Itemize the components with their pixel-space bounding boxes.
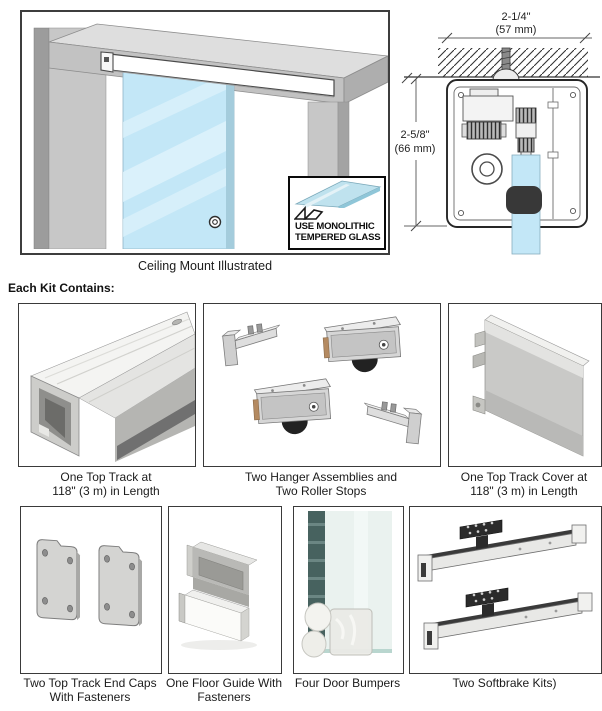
kit-item-caption: One Top Track at 118" (3 m) in Length xyxy=(52,470,160,499)
kit-item-softbrake xyxy=(409,506,602,674)
door-pull-knob xyxy=(208,215,222,229)
width-dimension: 2-1/4" (57 mm) xyxy=(438,11,592,44)
floor-guide-image xyxy=(178,541,258,650)
top-track-bar xyxy=(100,51,335,98)
svg-text:(66 mm): (66 mm) xyxy=(395,143,436,155)
mounting-screw xyxy=(492,47,520,81)
ceiling-mount-illustration-panel: USE MONOLITHIC TEMPERED GLASS xyxy=(20,10,390,255)
bottom-roller xyxy=(506,186,542,214)
top-track-image xyxy=(30,311,195,462)
kit-item-caption: Two Hanger Assemblies and Two Roller Sto… xyxy=(244,470,398,499)
kit-item-caption: One Top Track Cover at 118" (3 m) in Len… xyxy=(460,470,588,499)
badge-line-1: USE MONOLITHIC xyxy=(295,221,375,233)
kit-item-caption: Two Softbrake Kits) xyxy=(452,676,557,690)
kit-item-caption: One Floor Guide With Fasteners xyxy=(165,676,283,705)
kit-item-track-cover xyxy=(448,303,602,467)
svg-text:2-5/8": 2-5/8" xyxy=(401,129,430,141)
track-cross-section-drawing: 2-1/4" (57 mm) 2-5/8" xyxy=(395,11,600,255)
glass-door-panel xyxy=(122,69,235,250)
kit-item-caption: Four Door Bumpers xyxy=(294,676,401,690)
kit-item-top-track xyxy=(18,303,196,467)
kit-item-end-caps xyxy=(20,506,162,674)
kit-item-door-bumpers xyxy=(293,506,404,674)
kit-item-hangers xyxy=(203,303,441,467)
tempered-glass-badge: USE MONOLITHIC TEMPERED GLASS xyxy=(288,176,386,250)
badge-text: USE MONOLITHIC TEMPERED GLASS xyxy=(295,221,381,244)
crl-logo-icon xyxy=(294,205,324,220)
illustration-caption: Ceiling Mount Illustrated xyxy=(137,259,273,273)
kit-item-caption: Two Top Track End Caps With Fasteners xyxy=(23,676,157,705)
svg-text:(57 mm): (57 mm) xyxy=(496,24,537,36)
door-bumpers-image xyxy=(301,511,392,658)
badge-line-2: TEMPERED GLASS xyxy=(295,232,381,244)
kit-item-floor-guide xyxy=(168,506,282,674)
hanger-assemblies-image xyxy=(221,316,423,445)
glass-sheet-icon xyxy=(294,180,382,208)
softbrake-kits-image xyxy=(417,519,593,650)
height-dimension: 2-5/8" (66 mm) xyxy=(395,73,447,232)
end-caps-image xyxy=(36,538,143,627)
svg-text:2-1/4": 2-1/4" xyxy=(502,11,531,23)
ceiling-mount-illustration xyxy=(33,23,390,250)
top-track-cover-image xyxy=(472,314,590,457)
roller-mechanism xyxy=(461,88,537,185)
kit-heading: Each Kit Contains: xyxy=(8,281,115,295)
